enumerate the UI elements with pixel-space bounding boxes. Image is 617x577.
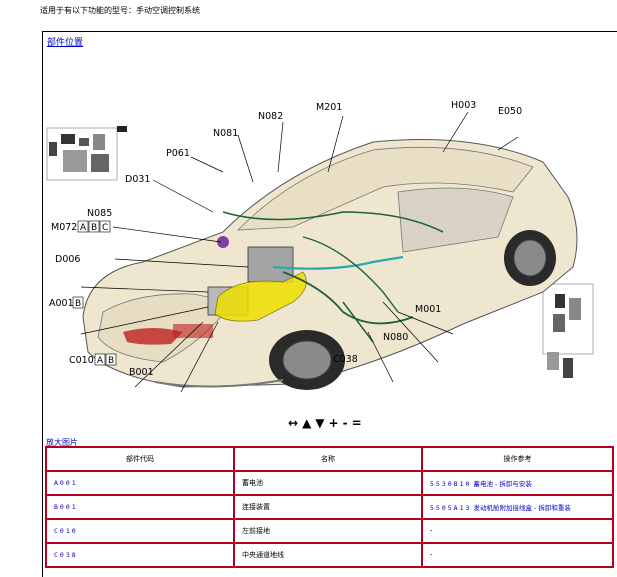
part-code-link[interactable]: C010 [45, 518, 235, 544]
callout-D006: D006 [55, 254, 80, 265]
table-header-row: 部件代码 名称 操作参考 [45, 446, 614, 472]
connector-boxes-C010: A B [94, 353, 117, 366]
zoom-out-button[interactable]: - [342, 416, 349, 430]
callout-N080: N080 [383, 332, 408, 343]
content-frame: 部件位置 [42, 31, 617, 577]
callout-C010: C010 [69, 355, 94, 366]
part-code-link[interactable]: A001 [45, 470, 235, 496]
callout-E050: E050 [498, 106, 522, 117]
wiring-harnesses [222, 211, 444, 343]
header-name: 名称 [233, 446, 423, 472]
enlarge-image-link[interactable]: 放大图片 [46, 438, 78, 447]
part-code-link[interactable]: B001 [45, 494, 235, 520]
car-illustration [82, 139, 578, 390]
svg-text:B: B [108, 356, 114, 366]
callout-leaders [80, 111, 519, 393]
parts-table: 部件代码 名称 操作参考 A001 蓄电池 5530B10 蓄电池 - 拆卸与安… [45, 446, 614, 568]
callout-M201: M201 [316, 102, 342, 113]
connector-boxes-M072: A B C [77, 220, 111, 233]
part-name: 蓄电池 [233, 470, 423, 496]
callout-P061: P061 [166, 148, 190, 159]
header-part-code: 部件代码 [45, 446, 235, 472]
header-operation-reference: 操作参考 [421, 446, 614, 472]
connector-box-A001: B [72, 296, 84, 309]
box-A: A [80, 223, 87, 233]
engine-bay-components [207, 236, 307, 322]
callout-C038: C038 [333, 354, 358, 365]
operation-reference: - [421, 518, 614, 544]
pan-up-button[interactable]: ▲ [302, 416, 313, 430]
part-name: 中央通道地线 [233, 542, 423, 568]
operation-reference-link[interactable]: 5530B10 蓄电池 - 拆卸与安装 [421, 470, 614, 496]
callout-N085: N085 [87, 208, 112, 219]
callout-H003: H003 [451, 100, 476, 111]
callout-A001: A001 [49, 298, 74, 309]
svg-text:B: B [75, 299, 81, 309]
callout-B001: B001 [129, 367, 154, 378]
pan-down-button[interactable]: ▼ [315, 416, 326, 430]
table-row: B001 连接装置 5505A13 发动机舱附加接线盒 - 拆卸和重装 [45, 494, 614, 520]
operation-reference: - [421, 542, 614, 568]
section-title-component-location[interactable]: 部件位置 [47, 38, 84, 48]
box-B: B [91, 223, 97, 233]
box-C: C [102, 223, 108, 233]
locator-thumbnail-right [542, 283, 594, 378]
part-name: 连接装置 [233, 494, 423, 520]
part-code-link[interactable]: C038 [45, 542, 235, 568]
reset-zoom-button[interactable]: = [351, 416, 363, 430]
svg-text:A: A [97, 356, 104, 366]
callout-M072: M072 [51, 222, 77, 233]
callout-D031: D031 [125, 174, 150, 185]
table-row: A001 蓄电池 5530B10 蓄电池 - 拆卸与安装 [45, 470, 614, 496]
zoom-in-button[interactable]: + [328, 416, 340, 430]
applies-to-note: 适用于有以下功能的型号：手动空调控制系统 [40, 6, 200, 15]
callout-M001: M001 [415, 304, 441, 315]
locator-thumbnail-left [46, 126, 127, 181]
table-row: C038 中央通道地线 - [45, 542, 614, 568]
callout-N082: N082 [258, 111, 283, 122]
component-location-diagram: H003 M201 E050 N082 N081 P061 D031 N085 … [46, 100, 594, 393]
table-row: C010 左前接地 - [45, 518, 614, 544]
part-name: 左前接地 [233, 518, 423, 544]
pan-left-right-button[interactable]: ↔ [288, 416, 300, 430]
operation-reference-link[interactable]: 5505A13 发动机舱附加接线盒 - 拆卸和重装 [421, 494, 614, 520]
diagram-navigation-controls: ↔ ▲ ▼ + - = [288, 416, 363, 430]
callout-N081: N081 [213, 128, 238, 139]
